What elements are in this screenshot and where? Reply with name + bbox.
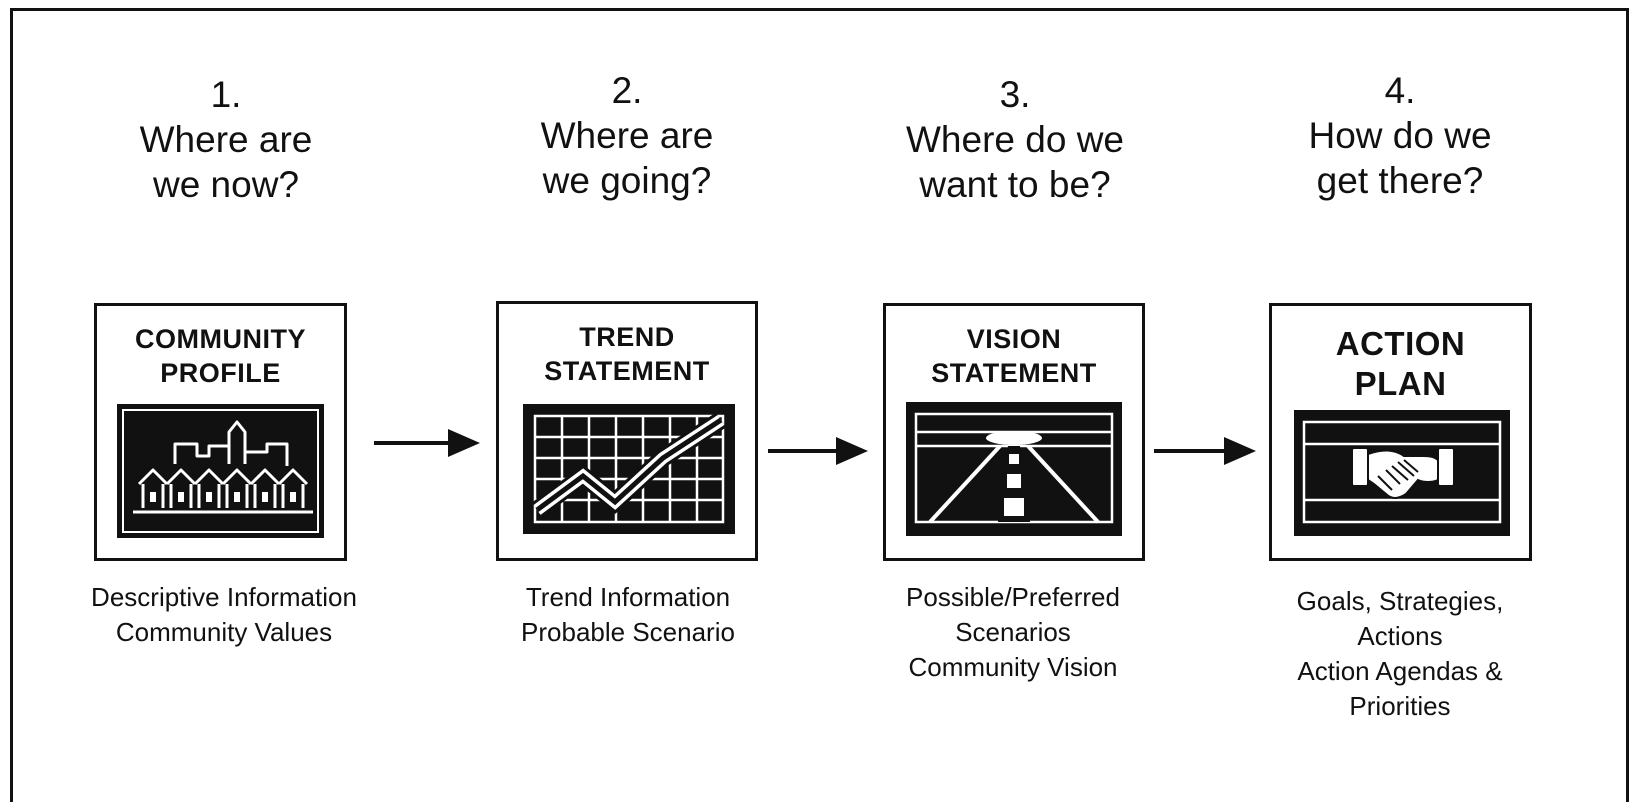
trend-statement-title-line-2: STATEMENT (544, 356, 710, 386)
step-1-number: 1. (210, 74, 242, 115)
step-4-question-line-1: How do we (1308, 115, 1492, 156)
action-plan-title: ACTION PLAN (1272, 324, 1529, 404)
action-plan-title-line-1: ACTION (1335, 325, 1466, 362)
road-horizon-icon (906, 402, 1122, 536)
step-1-caption-line-2: Community Values (115, 617, 333, 647)
step-4-number: 4. (1384, 70, 1416, 111)
step-4-caption-line-3: Action Agendas & (1297, 656, 1503, 686)
action-plan-box: ACTION PLAN (1269, 303, 1532, 561)
trend-statement-title-line-1: TREND (579, 322, 675, 352)
trend-graph-icon (523, 404, 735, 534)
trend-statement-box: TREND STATEMENT (496, 301, 758, 561)
vision-statement-title: VISION STATEMENT (886, 322, 1142, 390)
step-1-heading: 1. Where are we now? (66, 72, 386, 207)
community-profile-box: COMMUNITY PROFILE (94, 303, 347, 561)
step-2-question-line-1: Where are (540, 115, 714, 156)
village-icon (117, 404, 324, 538)
handshake-icon (1294, 410, 1510, 536)
vision-statement-title-line-2: STATEMENT (931, 358, 1097, 388)
community-profile-title-line-2: PROFILE (160, 358, 281, 388)
vision-statement-box: VISION STATEMENT (883, 303, 1145, 561)
step-2-caption-line-2: Probable Scenario (521, 617, 735, 647)
step-3-caption-line-3: Community Vision (908, 652, 1118, 682)
right-arrow-icon (1154, 437, 1256, 465)
step-3-question-line-2: want to be? (919, 164, 1111, 205)
step-3-heading: 3. Where do we want to be? (855, 72, 1175, 207)
step-2-number: 2. (611, 70, 643, 111)
step-1-question-line-2: we now? (152, 164, 300, 205)
step-4-heading: 4. How do we get there? (1240, 68, 1560, 203)
community-profile-title-line-1: COMMUNITY (135, 324, 306, 354)
diagram-frame (10, 8, 1629, 802)
action-plan-title-line-2: PLAN (1354, 365, 1447, 402)
step-1-question-line-1: Where are (139, 119, 313, 160)
step-3-number: 3. (999, 74, 1031, 115)
step-2-caption-line-1: Trend Information (525, 582, 731, 612)
step-1-caption-line-1: Descriptive Information (91, 582, 357, 612)
step-4-caption: Goals, Strategies, Actions Action Agenda… (1230, 584, 1570, 724)
step-2-caption: Trend Information Probable Scenario (458, 580, 798, 650)
step-4-caption-line-4: Priorities (1349, 691, 1451, 721)
step-3-caption-line-2: Scenarios (955, 617, 1071, 647)
step-2-question-line-2: we going? (542, 160, 712, 201)
trend-statement-title: TREND STATEMENT (499, 320, 755, 388)
right-arrow-icon (374, 429, 480, 457)
step-3-caption: Possible/Preferred Scenarios Community V… (843, 580, 1183, 685)
step-3-caption-line-1: Possible/Preferred (906, 582, 1120, 612)
step-4-caption-line-2: Actions (1357, 621, 1443, 651)
vision-statement-title-line-1: VISION (966, 324, 1062, 354)
step-4-question-line-2: get there? (1316, 160, 1484, 201)
step-4-caption-line-1: Goals, Strategies, (1296, 586, 1504, 616)
step-2-heading: 2. Where are we going? (467, 68, 787, 203)
step-1-caption: Descriptive Information Community Values (54, 580, 394, 650)
step-3-question-line-1: Where do we (906, 119, 1124, 160)
right-arrow-icon (768, 437, 868, 465)
community-profile-title: COMMUNITY PROFILE (97, 322, 344, 390)
